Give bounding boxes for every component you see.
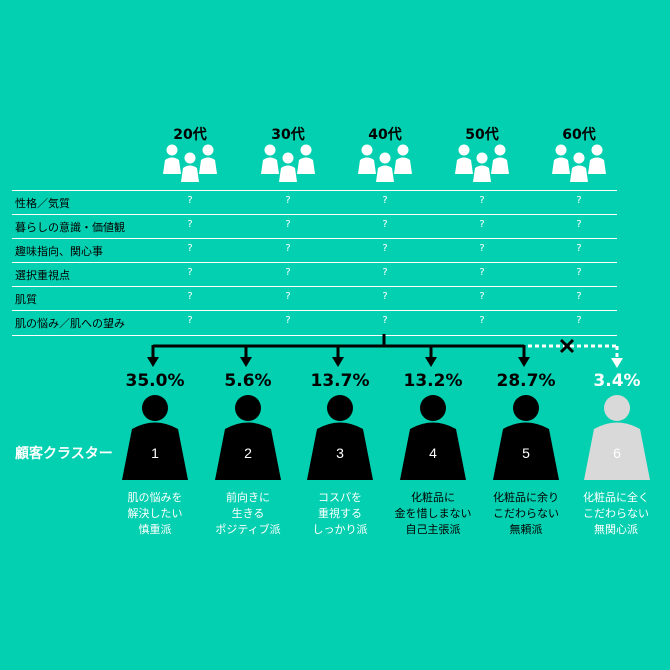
cell-value: ?: [576, 315, 582, 326]
people-group-icon: [455, 144, 509, 182]
grid-row: 肌の悩み／肌への望み ? ? ? ? ?: [12, 310, 617, 336]
cell-value: ?: [382, 291, 388, 302]
cluster-title: 顧客クラスター: [15, 446, 113, 462]
person-figure-icon: 6: [584, 395, 650, 480]
cell-value: ?: [576, 219, 582, 230]
person-figure-icon: 4: [400, 395, 466, 480]
cell-value: ?: [285, 315, 291, 326]
grid-row: 性格／気質 ? ? ? ? ?: [12, 190, 617, 215]
cell-value: ?: [576, 243, 582, 254]
cell-value: ?: [187, 195, 193, 206]
cluster-number: 6: [613, 445, 621, 461]
cell-value: ?: [187, 291, 193, 302]
cell-value: ?: [576, 267, 582, 278]
grid-row: 選択重視点 ? ? ? ? ?: [12, 262, 617, 287]
cluster-number: 4: [429, 445, 437, 461]
cell-value: ?: [479, 243, 485, 254]
row-label: 趣味指向、関心事: [15, 245, 103, 258]
cell-value: ?: [285, 243, 291, 254]
cluster-percent: 3.4%: [593, 371, 641, 391]
cell-value: ?: [479, 315, 485, 326]
age-header-20s: 20代: [173, 127, 207, 143]
cell-value: ?: [285, 219, 291, 230]
grid-row: 暮らしの意識・価値観 ? ? ? ? ?: [12, 214, 617, 239]
cell-value: ?: [382, 315, 388, 326]
person-figure-icon: 2: [215, 395, 281, 480]
cluster-description: 化粧品に金を惜しまない自己主張派: [394, 491, 472, 536]
person-figure-icon: 3: [307, 395, 373, 480]
cell-value: ?: [382, 195, 388, 206]
age-header-40s: 40代: [368, 127, 402, 143]
connector-tree: [147, 334, 623, 368]
cell-value: ?: [285, 195, 291, 206]
cluster-description: 肌の悩みを解決したい慎重派: [127, 491, 183, 536]
cell-value: ?: [479, 291, 485, 302]
cell-value: ?: [187, 267, 193, 278]
cluster-number: 1: [151, 445, 159, 461]
row-label: 肌の悩み／肌への望み: [15, 317, 125, 330]
cluster-percent: 13.7%: [310, 371, 370, 391]
cluster-description: 化粧品に全くこだわらない無関心派: [583, 491, 649, 536]
people-group-icon: [163, 144, 217, 182]
cluster-number: 5: [522, 445, 530, 461]
cluster-description: コスパを重視するしっかり派: [312, 491, 368, 536]
cell-value: ?: [382, 219, 388, 230]
person-figure-icon: 1: [122, 395, 188, 480]
age-header-60s: 60代: [562, 127, 596, 143]
people-group-icon: [358, 144, 412, 182]
cluster-percent: 28.7%: [496, 371, 556, 391]
age-header-30s: 30代: [271, 127, 305, 143]
cell-value: ?: [187, 219, 193, 230]
cluster-percent: 35.0%: [125, 371, 185, 391]
cell-value: ?: [187, 315, 193, 326]
cell-value: ?: [382, 243, 388, 254]
cell-value: ?: [479, 219, 485, 230]
cell-value: ?: [285, 267, 291, 278]
cluster-description: 前向きに生きるポジティブ派: [215, 491, 281, 536]
cluster-description: 化粧品に余りこだわらない無頼派: [493, 491, 559, 536]
person-figure-icon: 5: [493, 395, 559, 480]
row-label: 選択重視点: [15, 269, 70, 282]
row-label: 肌質: [15, 293, 37, 306]
grid-row: 趣味指向、関心事 ? ? ? ? ?: [12, 238, 617, 263]
age-header-50s: 50代: [465, 127, 499, 143]
cluster-percent: 5.6%: [224, 371, 272, 391]
cluster-number: 2: [244, 445, 252, 461]
people-group-icon: [552, 144, 606, 182]
cell-value: ?: [187, 243, 193, 254]
row-label: 暮らしの意識・価値観: [15, 221, 125, 234]
cell-value: ?: [479, 267, 485, 278]
cell-value: ?: [285, 291, 291, 302]
grid-row: 肌質 ? ? ? ? ?: [12, 286, 617, 311]
cell-value: ?: [382, 267, 388, 278]
people-group-icon: [261, 144, 315, 182]
row-label: 性格／気質: [15, 197, 70, 210]
cluster-number: 3: [336, 445, 344, 461]
cell-value: ?: [479, 195, 485, 206]
cluster-percent: 13.2%: [403, 371, 463, 391]
cell-value: ?: [576, 195, 582, 206]
close-icon: [559, 338, 575, 354]
cell-value: ?: [576, 291, 582, 302]
